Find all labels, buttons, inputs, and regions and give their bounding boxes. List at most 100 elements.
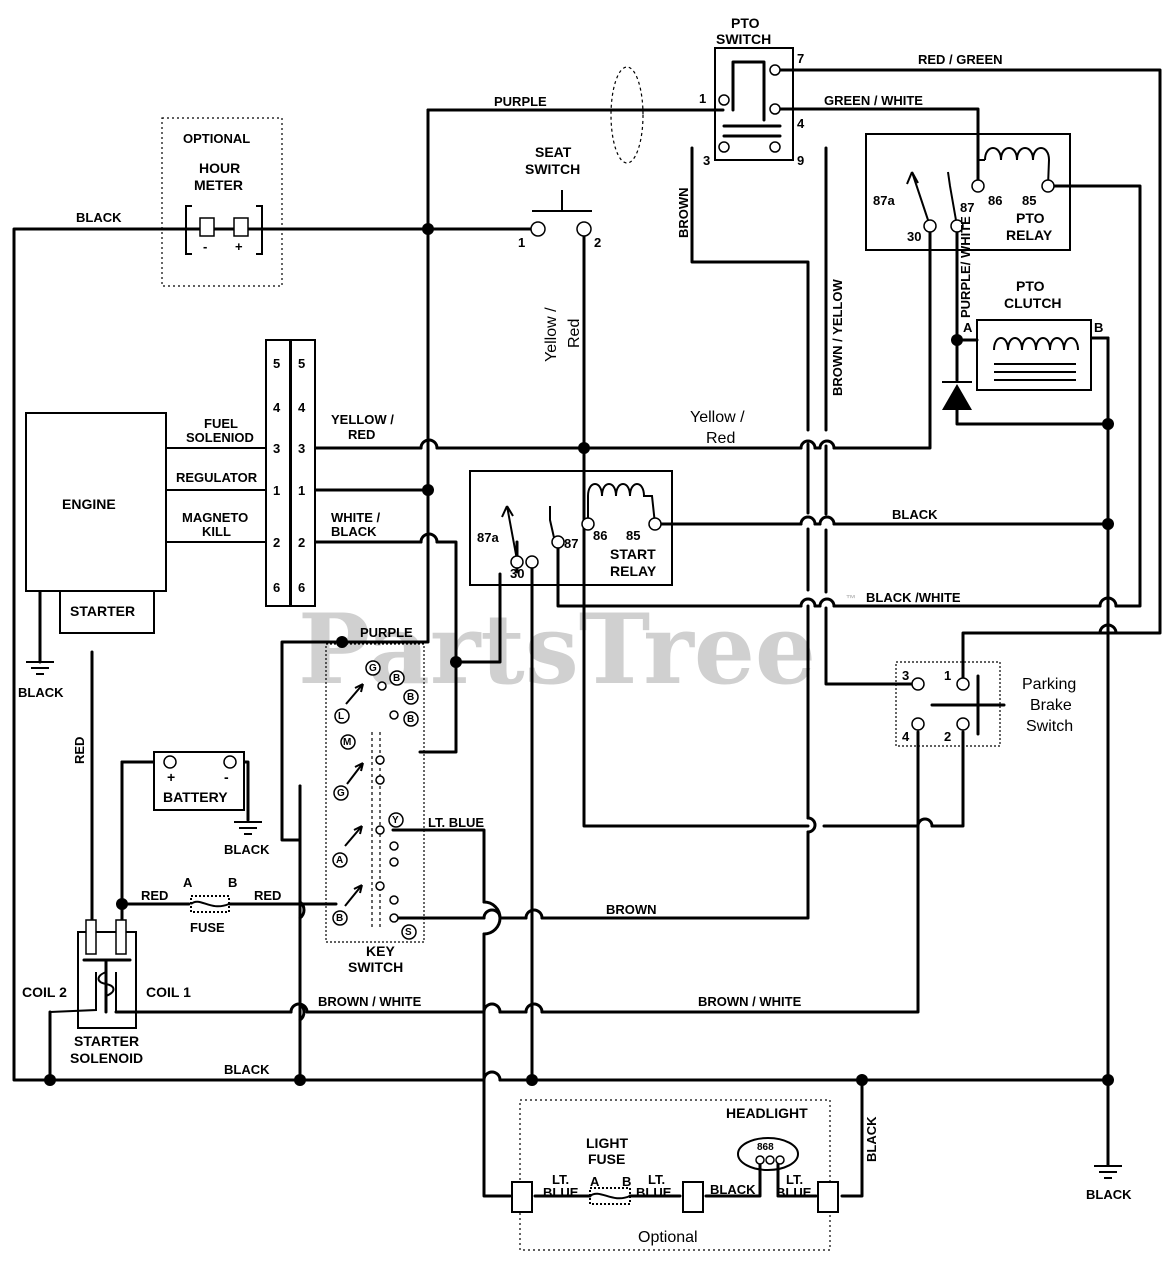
watermark: PartsTree	[298, 593, 816, 706]
svg-text:2: 2	[273, 535, 280, 550]
wire-brown-yellow	[824, 146, 914, 686]
svg-text:4: 4	[797, 116, 805, 131]
svg-text:Y: Y	[392, 815, 399, 826]
svg-text:M: M	[343, 737, 351, 748]
svg-text:1: 1	[518, 235, 525, 250]
svg-text:1: 1	[298, 483, 305, 498]
svg-text:Red: Red	[566, 319, 583, 348]
engine-ground-label: BLACK	[18, 685, 64, 700]
wire-black-left	[12, 227, 250, 1082]
svg-text:3: 3	[273, 441, 280, 456]
svg-text:-: -	[224, 769, 229, 785]
svg-text:FUSE: FUSE	[190, 920, 225, 935]
svg-text:7: 7	[797, 51, 804, 66]
svg-text:B: B	[228, 875, 237, 890]
svg-text:1: 1	[944, 668, 951, 683]
svg-text:4: 4	[298, 400, 306, 415]
hour-meter: OPTIONAL HOUR METER - +	[161, 117, 283, 287]
junction-nodes	[44, 223, 1114, 1086]
svg-text:G: G	[369, 663, 377, 674]
svg-text:BROWN: BROWN	[676, 187, 691, 238]
svg-text:2: 2	[944, 729, 951, 744]
svg-text:RED: RED	[348, 427, 375, 442]
svg-text:85: 85	[626, 528, 640, 543]
wire-white-black	[303, 540, 458, 754]
svg-text:6: 6	[298, 580, 305, 595]
pto-switch: PTO SWITCH 1 3 4 7 9	[610, 15, 805, 168]
svg-text:A: A	[590, 1174, 600, 1189]
svg-text:FUSE: FUSE	[588, 1151, 625, 1167]
ground-icon	[234, 821, 262, 835]
svg-text:868: 868	[757, 1142, 774, 1153]
svg-text:A: A	[183, 875, 193, 890]
watermark-tm: ™	[846, 594, 856, 605]
svg-text:BLACK: BLACK	[331, 524, 377, 539]
svg-text:BLACK: BLACK	[864, 1116, 879, 1162]
key-switch[interactable]: KEY SWITCH G B B B L M G Y A B S	[325, 643, 425, 975]
svg-text:BLUE: BLUE	[776, 1185, 812, 1200]
svg-text:S: S	[405, 927, 412, 938]
svg-text:WHITE /: WHITE /	[331, 510, 380, 525]
svg-text:STARTER: STARTER	[74, 1033, 139, 1049]
svg-text:BLACK: BLACK	[224, 1062, 270, 1077]
engine: ENGINE STARTER FUEL SOLENIOD REGULATOR M…	[25, 412, 268, 634]
svg-text:SOLENOID: SOLENOID	[70, 1050, 143, 1066]
svg-text:30: 30	[510, 566, 524, 581]
wire-headlight-black	[840, 1078, 864, 1198]
right-ground-label: BLACK	[1086, 1187, 1132, 1202]
svg-text:COIL 2: COIL 2	[22, 984, 67, 1000]
svg-text:BATTERY: BATTERY	[163, 789, 228, 805]
svg-text:4: 4	[273, 400, 281, 415]
magneto-label-1: MAGNETO	[182, 510, 248, 525]
svg-text:86: 86	[988, 193, 1002, 208]
engine-connector: 5 4 3 1 2 6 5 4 3 1 2 6	[265, 339, 316, 607]
svg-text:BLUE: BLUE	[636, 1185, 672, 1200]
svg-text:BROWN / WHITE: BROWN / WHITE	[698, 994, 802, 1009]
svg-text:PTO: PTO	[1016, 278, 1045, 294]
svg-text:1: 1	[699, 91, 706, 106]
pto-relay: 87a 30 87 86 85 PTO RELAY	[865, 133, 1071, 251]
ground-icon	[26, 661, 54, 675]
svg-text:A: A	[336, 855, 343, 866]
svg-text:PURPLE: PURPLE	[494, 94, 547, 109]
wire-headlight-mid	[533, 1158, 818, 1198]
svg-text:85: 85	[1022, 193, 1036, 208]
svg-text:BLACK /WHITE: BLACK /WHITE	[866, 590, 961, 605]
crossovers	[289, 438, 1118, 1082]
wire-diode-ground	[955, 408, 1110, 426]
svg-text:COIL 1: COIL 1	[146, 984, 191, 1000]
svg-text:GREEN / WHITE: GREEN / WHITE	[824, 93, 923, 108]
svg-text:5: 5	[298, 356, 305, 371]
wires	[12, 68, 1162, 1198]
battery-ground-label: BLACK	[224, 842, 270, 857]
svg-text:2: 2	[298, 535, 305, 550]
svg-text:RELAY: RELAY	[610, 563, 657, 579]
engine-label: ENGINE	[62, 496, 116, 512]
svg-text:A: A	[963, 320, 973, 335]
svg-text:YELLOW /: YELLOW /	[331, 412, 394, 427]
svg-text:Switch: Switch	[1026, 718, 1073, 735]
fuse: A B FUSE	[183, 875, 237, 935]
svg-text:HEADLIGHT: HEADLIGHT	[726, 1105, 808, 1121]
wire-purple-main	[340, 108, 430, 644]
svg-text:BLUE: BLUE	[543, 1185, 579, 1200]
svg-text:G: G	[337, 788, 345, 799]
svg-text:HOUR: HOUR	[199, 160, 240, 176]
svg-text:3: 3	[298, 441, 305, 456]
svg-text:LT.: LT.	[648, 1172, 665, 1187]
wire-brown	[391, 146, 810, 920]
svg-text:BROWN: BROWN	[606, 902, 657, 917]
svg-text:LIGHT: LIGHT	[586, 1135, 628, 1151]
regulator-label: REGULATOR	[176, 470, 258, 485]
svg-text:3: 3	[703, 153, 710, 168]
wire-yellow-red-v	[582, 228, 965, 828]
svg-text:Brake: Brake	[1030, 697, 1072, 714]
svg-text:START: START	[610, 546, 656, 562]
svg-text:1: 1	[273, 483, 280, 498]
svg-text:Optional: Optional	[638, 1229, 698, 1246]
fuel-label-2: SOLENIOD	[186, 430, 254, 445]
svg-text:86: 86	[593, 528, 607, 543]
starter-solenoid: COIL 2 COIL 1 STARTER SOLENOID	[22, 919, 191, 1066]
svg-text:SEAT: SEAT	[535, 144, 572, 160]
